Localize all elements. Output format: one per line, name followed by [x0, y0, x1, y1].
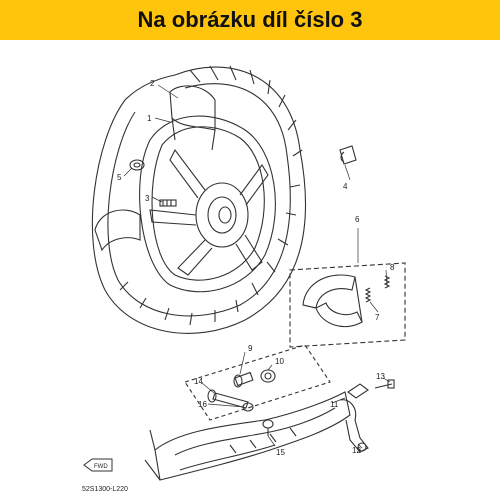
- seal: [260, 369, 276, 383]
- lower-parts-box: [184, 344, 331, 421]
- tire-section: [94, 209, 141, 252]
- callout-15: 15: [276, 448, 285, 457]
- axle-stud: [159, 199, 177, 207]
- callout-10: 10: [275, 357, 284, 366]
- callout-9: 9: [248, 344, 253, 353]
- forward-arrow-icon: [83, 458, 113, 472]
- brake-kit-box: [289, 262, 406, 348]
- clip: [339, 145, 357, 165]
- callout-2: 2: [150, 79, 155, 88]
- callout-16: 16: [198, 400, 207, 409]
- callout-4: 4: [343, 182, 348, 191]
- callout-5: 5: [117, 173, 122, 182]
- banner-title: Na obrázku díl číslo 3: [137, 7, 363, 32]
- valve-nut: [129, 159, 145, 171]
- brake-springs: [364, 275, 391, 303]
- pin-bolt: [374, 379, 395, 389]
- callout-11: 11: [330, 400, 339, 409]
- callout-numbers: 2 1 3 4 5 6 7 8 9 10 11 12 13 14 15 16: [117, 79, 395, 457]
- forward-label: FWD: [94, 464, 108, 470]
- callout-6: 6: [355, 215, 360, 224]
- leader-lines: [123, 84, 391, 449]
- callout-7: 7: [375, 313, 380, 322]
- parts-diagram: 2 1 3 4 5 6 7 8 9 10 11 12 13 14 15 16 F…: [82, 65, 406, 493]
- brake-shoes: [302, 274, 363, 327]
- tire-cutaway: [169, 85, 216, 131]
- brake-arm: [339, 383, 369, 453]
- diagram-code: 52S1300-L220: [82, 486, 128, 493]
- rear-tire: [91, 65, 306, 334]
- cast-wheel: [139, 115, 276, 293]
- callout-14: 14: [194, 377, 203, 386]
- bolt: [262, 419, 274, 436]
- cam-shaft: [233, 371, 254, 388]
- title-banner: Na obrázku díl číslo 3: [0, 0, 500, 40]
- callout-12: 12: [352, 446, 361, 455]
- callout-8: 8: [390, 263, 395, 272]
- swing-arm-housing: [144, 391, 351, 481]
- callout-3: 3: [145, 194, 150, 203]
- callout-1: 1: [147, 114, 152, 123]
- callout-13: 13: [376, 372, 385, 381]
- brake-camshaft: [207, 389, 249, 409]
